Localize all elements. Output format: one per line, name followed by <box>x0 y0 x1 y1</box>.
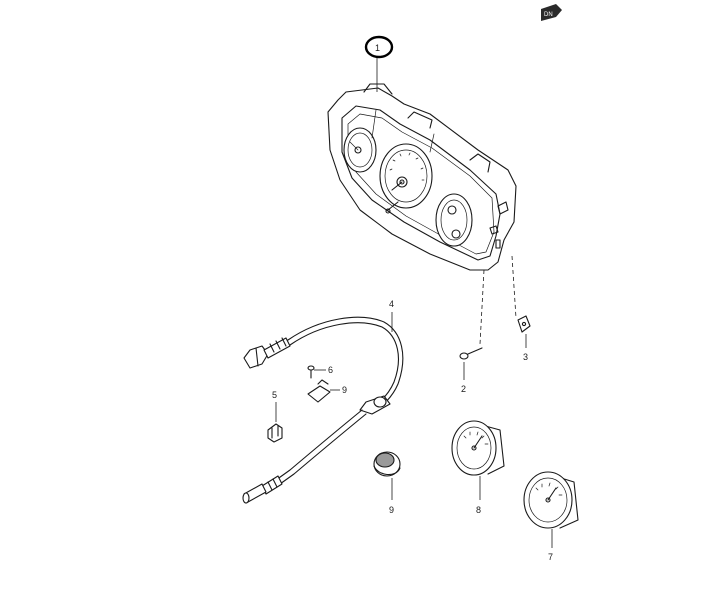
callout-9b[interactable]: 9 <box>389 505 394 515</box>
gauge-part-7 <box>523 471 579 548</box>
callout-5[interactable]: 5 <box>272 390 277 400</box>
callout-3[interactable]: 3 <box>523 352 528 362</box>
screw-part <box>459 347 483 380</box>
small-screw-part <box>307 365 326 379</box>
callout-1[interactable]: 1 <box>364 35 394 92</box>
callout-4[interactable]: 4 <box>389 299 394 309</box>
clamp-part <box>267 402 283 443</box>
callout-1-label: 1 <box>375 43 380 53</box>
clip-nut-part <box>517 315 531 348</box>
instrument-cluster <box>327 83 517 271</box>
alignment-lines <box>479 255 517 345</box>
gauge-part-8 <box>451 420 505 500</box>
arrow-badge-icon: DN <box>541 4 562 21</box>
callout-2[interactable]: 2 <box>461 384 466 394</box>
callout-6[interactable]: 6 <box>328 365 333 375</box>
speedometer-cable <box>242 312 404 504</box>
grommet-part <box>373 451 401 500</box>
callout-8[interactable]: 8 <box>476 505 481 515</box>
svg-text:DN: DN <box>544 12 553 18</box>
callout-7[interactable]: 7 <box>548 552 553 562</box>
callout-9a[interactable]: 9 <box>342 385 347 395</box>
